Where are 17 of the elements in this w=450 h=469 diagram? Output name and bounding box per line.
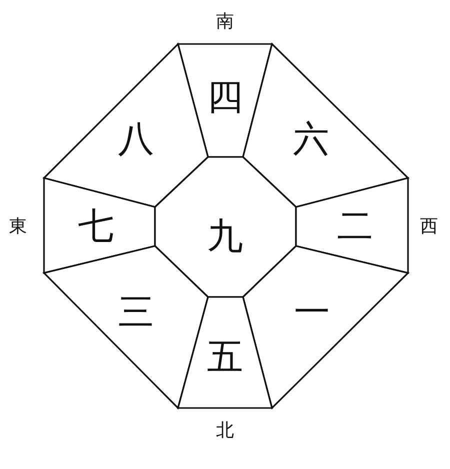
star-number: 一: [294, 295, 330, 331]
center-octagon: [155, 157, 296, 297]
direction-label: 南: [216, 13, 234, 31]
star-number: 五: [207, 340, 243, 376]
star-number: 六: [293, 122, 329, 158]
direction-label: 東: [9, 218, 27, 236]
octagon-sector: [44, 178, 155, 273]
octagon-sector: [296, 178, 408, 273]
star-number: 二: [337, 209, 373, 245]
star-number: 三: [118, 295, 154, 331]
star-number: 九: [207, 219, 243, 255]
octagon-sector: [178, 297, 272, 408]
direction-label: 北: [216, 422, 234, 440]
star-number: 四: [207, 80, 243, 116]
star-number: 八: [118, 122, 154, 158]
star-number: 七: [78, 209, 114, 245]
direction-label: 西: [420, 218, 438, 236]
